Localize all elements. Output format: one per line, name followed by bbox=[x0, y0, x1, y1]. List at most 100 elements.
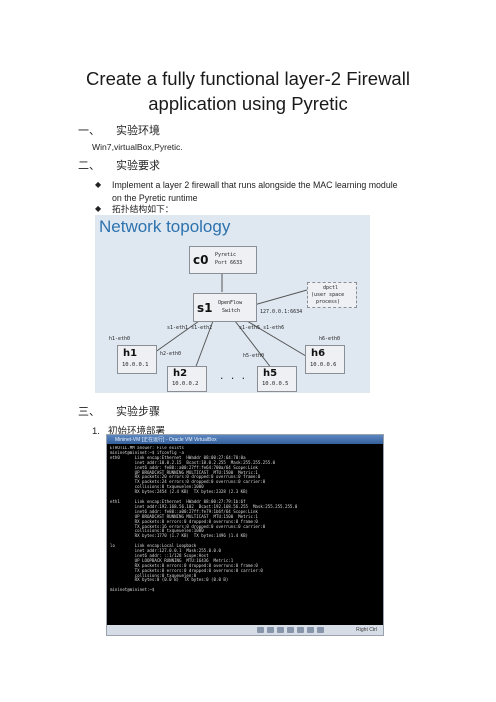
terminal-line: RX bytes:0 (0.0 B) TX bytes:0 (0.0 B) bbox=[110, 577, 229, 583]
title-line-1: Create a fully functional layer-2 Firewa… bbox=[86, 68, 410, 89]
host-h5-box: h5 10.0.0.5 bbox=[257, 366, 297, 392]
h1-eth-label: h1-eth0 bbox=[109, 336, 131, 342]
bullet-topology-text: 拓扑结构如下： bbox=[112, 204, 174, 214]
section-label: 实验环境 bbox=[116, 124, 160, 137]
bullet-requirement: ◆ Implement a layer 2 firewall that runs… bbox=[95, 179, 398, 204]
switch-s1-box: s1 OpenFlow Switch bbox=[193, 293, 257, 322]
terminal-line: mininet@mininet:~$ ifconfig -a bbox=[110, 449, 184, 455]
disk-icon bbox=[257, 627, 264, 633]
hosts-ellipsis: . . . bbox=[219, 372, 247, 382]
terminal-line: inet6 addr: fe80::a00:27ff:fe79:1b6f/64 … bbox=[110, 508, 258, 514]
terminal-line: UP BROADCAST RUNNING MULTICAST MTU:1500 … bbox=[110, 469, 258, 475]
cd-icon bbox=[267, 627, 274, 633]
section-heading-environment: 一、 实验环境 bbox=[78, 122, 160, 138]
host-h6-box: h6 10.0.0.6 bbox=[305, 345, 345, 374]
step-number: 1. bbox=[92, 426, 100, 437]
terminal-line: RX packets:0 errors:0 dropped:0 overruns… bbox=[110, 562, 258, 568]
terminal-screenshot: Mininet-VM [正在运行] - Oracle VM VirtualBox… bbox=[106, 434, 384, 636]
section-heading-requirements: 二、 实验要求 bbox=[78, 157, 160, 173]
terminal-line: eth1 Link encap:Ethernet HWaddr 08:00:27… bbox=[110, 498, 246, 504]
step-1: 1. 初始环境部署 bbox=[92, 423, 165, 437]
host-key-label: Right Ctrl bbox=[356, 627, 377, 633]
link-s1-dpctl bbox=[253, 289, 308, 306]
ports-left-label: s1-eth1 s1-eth2 bbox=[167, 325, 213, 331]
shared-folder-icon bbox=[297, 627, 304, 633]
section-label: 实验要求 bbox=[116, 159, 160, 172]
section-number: 一、 bbox=[78, 124, 100, 137]
terminal-window-title: Mininet-VM [正在运行] - Oracle VM VirtualBox bbox=[115, 437, 217, 443]
section-heading-steps: 三、 实验步骤 bbox=[78, 403, 160, 419]
h2-eth-label: h2-eth0 bbox=[160, 351, 182, 357]
host-ip: 10.0.0.6 bbox=[310, 362, 337, 368]
network-topology-figure: Network topology c0 Pyretic Port 6633 s1… bbox=[95, 215, 370, 393]
terminal-line: inet addr:10.0.2.15 Bcast:10.0.2.255 Mas… bbox=[110, 459, 276, 465]
link-s1-h2 bbox=[194, 320, 214, 370]
host-name: h1 bbox=[123, 348, 138, 359]
terminal-line: inet6 addr: fe80::a00:27ff:fe64:700a/64 … bbox=[110, 464, 258, 470]
terminal-line: RX bytes:2454 (2.4 KB) TX bytes:2328 (2.… bbox=[110, 489, 249, 495]
s1-label: s1 bbox=[197, 301, 213, 315]
section-label: 实验步骤 bbox=[116, 405, 160, 418]
terminal-line: collisions:0 txqueuelen:0 bbox=[110, 572, 197, 578]
host-ip: 10.0.0.5 bbox=[262, 381, 289, 387]
dpctl-box: dpctl (user space process) bbox=[307, 282, 357, 308]
terminal-line: mininet@mininet:~$ bbox=[110, 587, 157, 593]
terminal-line: TX packets:0 errors:0 dropped:0 overruns… bbox=[110, 567, 263, 573]
h6-eth-label: h6-eth0 bbox=[319, 336, 341, 342]
loopback-label: 127.0.0.1:6634 bbox=[260, 309, 303, 315]
environment-text: Win7,virtualBox,Pyretic. bbox=[92, 142, 183, 152]
h5-eth-label: h5-eth0 bbox=[243, 353, 265, 359]
terminal-line: collisions:0 txqueuelen:1000 bbox=[110, 528, 204, 534]
bullet-line-1: Implement a layer 2 firewall that runs a… bbox=[112, 180, 398, 190]
mouse-icon bbox=[317, 627, 324, 633]
host-name: h6 bbox=[311, 348, 326, 359]
usb-icon bbox=[277, 627, 284, 633]
bullet-topology: ◆ 拓扑结构如下： bbox=[95, 203, 174, 216]
terminal-line: eth0 Link encap:Ethernet HWaddr 08:00:27… bbox=[110, 454, 246, 460]
section-number: 二、 bbox=[78, 159, 100, 172]
terminal-line: lo Link encap:Local Loopback bbox=[110, 543, 197, 549]
dpctl-line-3: process) bbox=[316, 299, 341, 305]
c0-desc-2: Port 6633 bbox=[215, 260, 243, 266]
s1-desc-1: OpenFlow bbox=[218, 300, 243, 306]
dpctl-line-1: dpctl bbox=[323, 285, 339, 291]
terminal-line: collisions:0 txqueuelen:1000 bbox=[110, 484, 204, 490]
s1-desc-2: Switch bbox=[222, 308, 241, 314]
controller-c0-box: c0 Pyretic Port 6633 bbox=[189, 246, 257, 274]
terminal-line: RX packets:0 errors:0 dropped:0 overruns… bbox=[110, 518, 258, 524]
bullet-line-2: on the Pyretic runtime bbox=[112, 192, 198, 203]
dpctl-line-2: (user space bbox=[311, 292, 345, 298]
host-h1-box: h1 10.0.0.1 bbox=[117, 345, 157, 374]
terminal-line: TX packets:16 errors:0 dropped:0 overrun… bbox=[110, 523, 266, 529]
link-s1-h5 bbox=[234, 320, 273, 370]
title-line-2: application using Pyretic bbox=[148, 93, 348, 114]
c0-desc-1: Pyretic bbox=[215, 252, 237, 258]
host-name: h2 bbox=[173, 368, 188, 379]
section-number: 三、 bbox=[78, 405, 100, 418]
display-icon bbox=[307, 627, 314, 633]
topology-title: Network topology bbox=[99, 217, 231, 236]
network-icon bbox=[287, 627, 294, 633]
ports-right-label: s1-eth5 s1-eth6 bbox=[239, 325, 285, 331]
terminal-line: inet addr:192.168.56.102 Bcast:192.168.5… bbox=[110, 503, 298, 509]
terminal-line: TX packets:24 errors:0 dropped:0 overrun… bbox=[110, 479, 266, 485]
terminal-line: UP LOOPBACK RUNNING MTU:16436 Metric:1 bbox=[110, 557, 234, 563]
host-ip: 10.0.0.1 bbox=[122, 362, 149, 368]
host-h2-box: h2 10.0.0.2 bbox=[167, 366, 207, 392]
terminal-title-bar: Mininet-VM [正在运行] - Oracle VM VirtualBox bbox=[107, 435, 383, 444]
step-label: 初始环境部署 bbox=[108, 426, 166, 437]
c0-label: c0 bbox=[193, 253, 209, 267]
vm-status-bar: Right Ctrl bbox=[107, 625, 383, 635]
terminal-line: inet addr:127.0.0.1 Mask:255.0.0.0 bbox=[110, 548, 221, 554]
terminal-line: RX packets:20 errors:0 dropped:0 overrun… bbox=[110, 474, 261, 480]
page-title: Create a fully functional layer-2 Firewa… bbox=[40, 66, 456, 116]
host-name: h5 bbox=[263, 368, 278, 379]
bullet-diamond-icon: ◆ bbox=[95, 180, 102, 189]
terminal-line: ETHOTIL.MM answer: File exists bbox=[110, 446, 184, 450]
terminal-line: RX bytes:1770 (1.7 KB) TX bytes:1496 (1.… bbox=[110, 533, 249, 539]
terminal-line: UP BROADCAST RUNNING MULTICAST MTU:1500 … bbox=[110, 513, 258, 519]
terminal-line: inet6 addr: ::1/128 Scope:Host bbox=[110, 552, 209, 558]
bullet-diamond-icon: ◆ bbox=[95, 204, 102, 213]
host-ip: 10.0.0.2 bbox=[172, 381, 199, 387]
